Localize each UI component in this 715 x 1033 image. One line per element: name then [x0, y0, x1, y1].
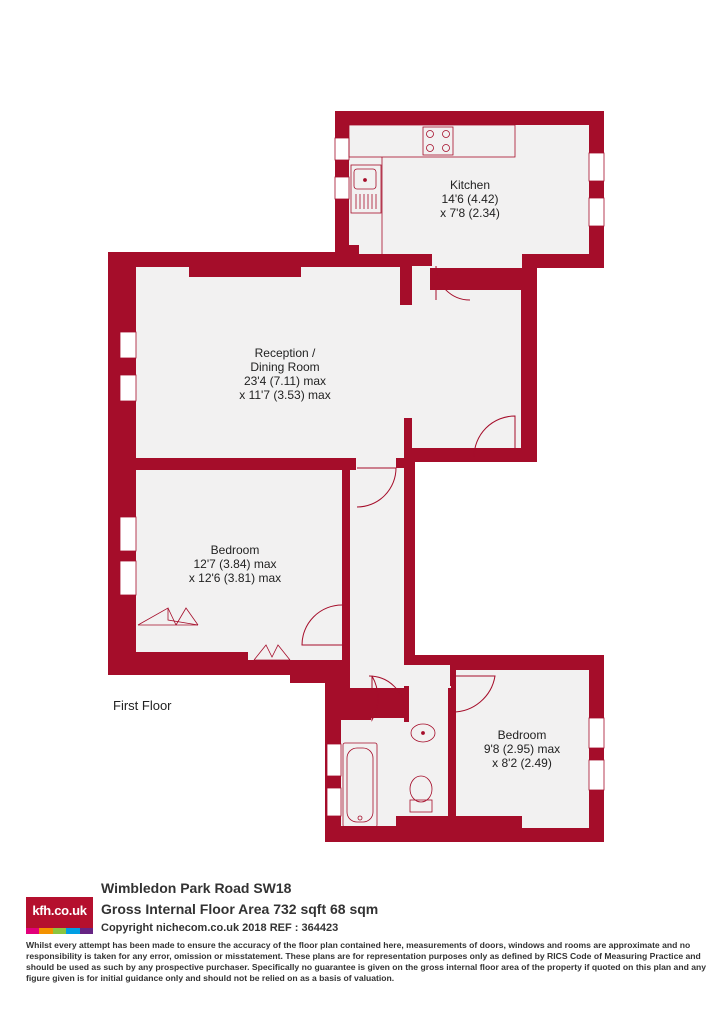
window	[588, 152, 605, 182]
bedroom2-dim1: 9'8 (2.95) max	[483, 742, 561, 756]
door-swing	[356, 467, 397, 508]
bathroom-floor	[341, 718, 451, 826]
logo-stripe	[39, 928, 53, 934]
property-address: Wimbledon Park Road SW18	[101, 880, 292, 896]
bedroom2-dim2: x 8'2 (2.49)	[492, 756, 552, 770]
door-swing	[368, 675, 406, 713]
kitchen-name: Kitchen	[449, 178, 491, 192]
disclaimer: Whilst every attempt has been made to en…	[26, 940, 707, 983]
window	[334, 137, 350, 161]
logo-text: kfh.co.uk	[32, 903, 87, 918]
window	[119, 331, 137, 359]
floor-label: First Floor	[113, 698, 172, 713]
kitchen-floor	[349, 125, 589, 254]
logo-stripe	[26, 928, 40, 934]
reception-gap	[412, 264, 430, 294]
window	[588, 197, 605, 227]
logo-stripe	[52, 928, 67, 934]
bedroom2-floor	[456, 670, 589, 828]
window	[326, 787, 342, 817]
bedroom1-name: Bedroom	[210, 543, 260, 557]
worktop	[348, 124, 516, 158]
window	[334, 176, 350, 200]
bedroom1-floor	[136, 470, 342, 660]
door-swing	[371, 675, 379, 722]
reception-dim2: x 11'7 (3.53) max	[239, 388, 331, 402]
reception-name1: Reception /	[254, 346, 316, 360]
toilet	[409, 775, 433, 803]
window	[119, 374, 137, 402]
bedroom1-dim1: 12'7 (3.84) max	[193, 557, 277, 571]
kitchen-doorway	[430, 250, 522, 268]
hob	[422, 126, 454, 156]
reception-floor	[136, 267, 521, 458]
kitchen-label: Kitchen 14'6 (4.42) x 7'8 (2.34)	[415, 178, 525, 220]
kitchen-dim2: x 7'8 (2.34)	[440, 206, 500, 220]
door-swing	[301, 604, 343, 646]
doors	[301, 265, 516, 722]
reception-label: Reception / Dining Room 23'4 (7.11) max …	[200, 346, 370, 402]
floor-area: Gross Internal Floor Area 732 sqft 68 sq…	[101, 901, 379, 917]
room-floors	[136, 125, 589, 828]
bedroom2-name: Bedroom	[497, 728, 547, 742]
bath-gap	[405, 686, 451, 722]
hallway-floor	[350, 458, 404, 688]
window	[119, 560, 137, 596]
bedroom1-dim2: x 12'6 (3.81) max	[188, 571, 282, 585]
windows	[119, 137, 605, 817]
kitchen-dim1: 14'6 (4.42)	[441, 192, 499, 206]
logo-stripe	[66, 928, 80, 934]
wardrobes	[137, 607, 291, 661]
hall-corridor	[350, 665, 450, 688]
bedroom1-label: Bedroom 12'7 (3.84) max x 12'6 (3.81) ma…	[160, 543, 310, 585]
window	[588, 717, 605, 749]
reception-dim1: 23'4 (7.11) max	[243, 374, 327, 388]
bath	[342, 742, 378, 828]
door-swing	[473, 415, 516, 458]
kitchen-units	[348, 124, 516, 254]
logo-stripe	[79, 928, 94, 934]
basin	[410, 723, 436, 743]
door-swing	[451, 675, 496, 713]
window	[119, 516, 137, 552]
sink-unit	[350, 164, 382, 214]
bedroom2-label: Bedroom 9'8 (2.95) max x 8'2 (2.49)	[467, 728, 577, 770]
kfh-logo[interactable]: kfh.co.uk	[26, 897, 94, 934]
window	[326, 743, 342, 777]
internal-walls	[136, 245, 522, 830]
reception-name2: Dining Room	[250, 360, 320, 374]
logo-color-bar	[26, 928, 94, 934]
copyright: Copyright nichecom.co.uk 2018 REF : 3644…	[101, 922, 339, 934]
bathroom-fixtures	[342, 723, 436, 828]
sink-bowl	[353, 168, 377, 190]
window	[588, 759, 605, 791]
door-swing	[435, 265, 471, 301]
